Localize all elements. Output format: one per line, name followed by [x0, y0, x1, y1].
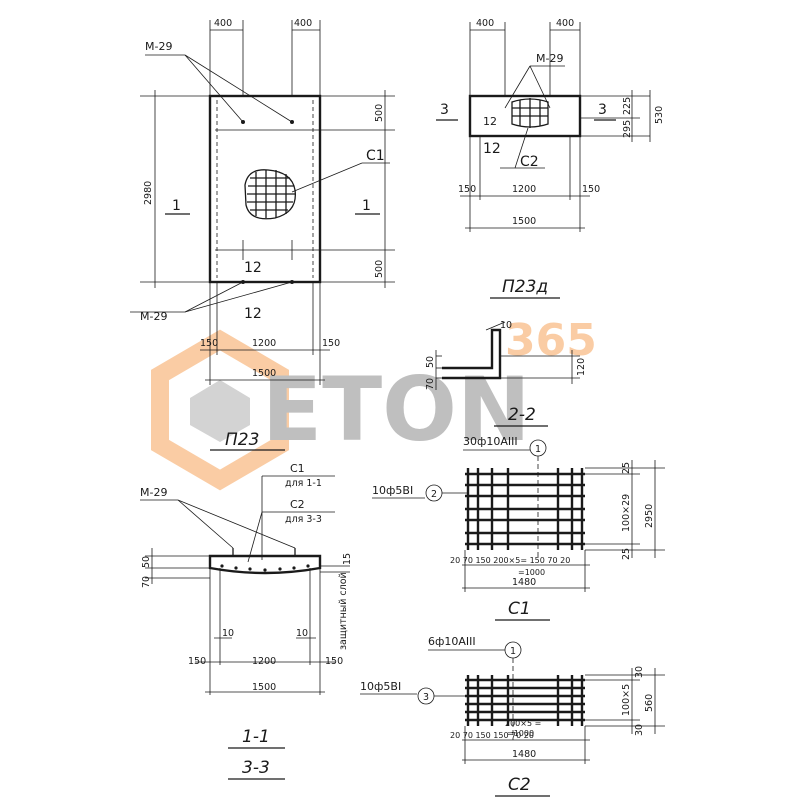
p23d-mark: М-29 — [536, 52, 563, 65]
c1-dim-1480: 1480 — [512, 577, 536, 588]
plan-p23d: 400 400 М-29 3 3 12 12 225 295 530 С2 — [436, 18, 665, 299]
mesh-c2: 6ф10АIII 1 10ф5ВI 3 — [360, 635, 665, 797]
watermark: ETON 365 — [151, 315, 597, 491]
c1-pos-cross: 2 — [431, 489, 437, 500]
p23d-section-left: 3 — [440, 102, 449, 118]
p23d-bar-label-below: 12 — [483, 141, 501, 157]
s11-mesh-c1: С1 — [290, 462, 305, 475]
plan-p23: 400 400 М-29 2980 500 500 — [130, 18, 395, 451]
c2-pos-cross: 3 — [423, 692, 429, 703]
c2-dim-200x5: 200×5 = — [505, 719, 541, 728]
s11-rebar-dots — [220, 564, 310, 572]
c2-rebar-main: 6ф10АIII — [428, 635, 476, 648]
c2-dim-560: 560 — [644, 694, 655, 712]
c2-dim-100x5: 100×5 — [621, 684, 632, 716]
s11-protective-layer: защитный слой — [338, 572, 349, 650]
mesh-c1: 30ф10АIII 1 10ф5ВI 2 — [372, 435, 665, 621]
c1-rebar-cross: 10ф5ВI — [372, 484, 413, 497]
p23-dim-500-top: 500 — [374, 104, 385, 122]
p23d-title: П23д — [502, 277, 548, 297]
s11-dim-1200: 1200 — [252, 656, 276, 667]
p23-title: П23 — [225, 430, 259, 450]
p23d-dim-1500: 1500 — [512, 216, 536, 227]
s11-dim-50: 50 — [141, 556, 152, 568]
s22-title: 2-2 — [508, 405, 536, 425]
s11-dim-70: 70 — [141, 576, 152, 588]
s11-dim-15: 15 — [342, 553, 353, 565]
p23d-mesh-label: С2 — [520, 154, 539, 170]
section-1-1: М-29 С1 для 1-1 С2 для 3-3 50 70 — [140, 462, 353, 780]
p23d-dim-1200: 1200 — [512, 184, 536, 195]
s11-mesh-c2-note: для 3-3 — [285, 514, 322, 525]
p23d-section-right: 3 — [598, 102, 607, 118]
section-2-2: 10 50 70 120 2-2 — [425, 320, 587, 427]
watermark-text: ETON — [262, 358, 531, 461]
c2-mesh-grid — [465, 658, 585, 740]
s22-dim-50: 50 — [425, 356, 436, 368]
p23-section-left: 1 — [172, 198, 181, 214]
c1-pos-main: 1 — [535, 444, 541, 455]
s11-mesh-c2: С2 — [290, 498, 305, 511]
p23d-dim-225: 225 — [622, 97, 633, 115]
p23d-dim-295: 295 — [622, 120, 633, 138]
p23-mark-bottom: М-29 — [140, 310, 167, 323]
p23d-dim-400-right: 400 — [556, 18, 574, 29]
p23-mesh-label: С1 — [366, 148, 385, 164]
p23d-dim-400-left: 400 — [476, 18, 494, 29]
s11-dim-10-left: 10 — [222, 628, 234, 639]
p23-height-2980: 2980 — [143, 181, 154, 205]
watermark-logo-inner-icon — [190, 380, 250, 442]
c1-rebar-main: 30ф10АIII — [463, 435, 518, 448]
p23-dim-400-right: 400 — [294, 18, 312, 29]
p23-mark-top: М-29 — [145, 40, 172, 53]
c1-dim-bottom-row: 20 70 150 200×5= 150 70 20 — [450, 556, 570, 565]
s11-mesh-c1-note: для 1-1 — [285, 478, 322, 489]
p23-dim-400-left: 400 — [214, 18, 232, 29]
p23-section-right: 1 — [362, 198, 371, 214]
c2-pos-main: 1 — [510, 646, 516, 657]
p23-mesh-cutout — [244, 169, 296, 220]
s22-dim-10: 10 — [500, 320, 512, 331]
c2-dim-30-bottom: 30 — [634, 724, 645, 736]
s11-title-top: 1-1 — [242, 727, 270, 747]
s22-dim-70: 70 — [425, 378, 436, 390]
s11-dim-150-right: 150 — [325, 656, 343, 667]
p23d-mesh-cutout — [511, 98, 549, 128]
s11-dim-1500: 1500 — [252, 682, 276, 693]
p23d-dim-150-left: 150 — [458, 184, 476, 195]
c1-mesh-grid — [465, 456, 585, 560]
p23-dim-1500: 1500 — [252, 368, 276, 379]
p23d-bar-label: 12 — [483, 115, 497, 128]
watermark-number: 365 — [505, 315, 597, 366]
c2-rebar-cross: 10ф5ВI — [360, 680, 401, 693]
c2-dim-30-top: 30 — [634, 666, 645, 678]
c2-dim-1480: 1480 — [512, 749, 536, 760]
watermark-logo-icon — [151, 329, 289, 491]
c2-dim-bottom-row: 20 70 150 150 70 20 — [450, 731, 534, 740]
p23-dim-1200: 1200 — [252, 338, 276, 349]
p23-dim-150-right: 150 — [322, 338, 340, 349]
c1-dim-1000: =1000 — [518, 568, 545, 577]
p23d-dim-530: 530 — [654, 106, 665, 124]
p23-dim-150-left: 150 — [200, 338, 218, 349]
c1-title: С1 — [508, 599, 531, 619]
s11-dim-10-right: 10 — [296, 628, 308, 639]
c1-dim-25-top: 25 — [621, 462, 632, 474]
c1-dim-2950: 2950 — [644, 504, 655, 528]
c2-title: С2 — [508, 775, 531, 795]
p23d-dim-150-right: 150 — [582, 184, 600, 195]
p23-bar-label-below: 12 — [244, 306, 262, 322]
s11-title-bottom: 3-3 — [242, 758, 270, 778]
s11-dim-150-left: 150 — [188, 656, 206, 667]
c1-dim-100x29: 100×29 — [621, 494, 632, 532]
c2-dim-1000: =1000 — [507, 729, 534, 738]
p23-slab-outline — [208, 94, 322, 284]
c1-dim-25-bottom: 25 — [621, 548, 632, 560]
s22-dim-120: 120 — [576, 358, 587, 376]
s11-mark: М-29 — [140, 486, 167, 499]
p23-bar-label: 12 — [244, 260, 262, 276]
p23-dim-500-bottom: 500 — [374, 260, 385, 278]
